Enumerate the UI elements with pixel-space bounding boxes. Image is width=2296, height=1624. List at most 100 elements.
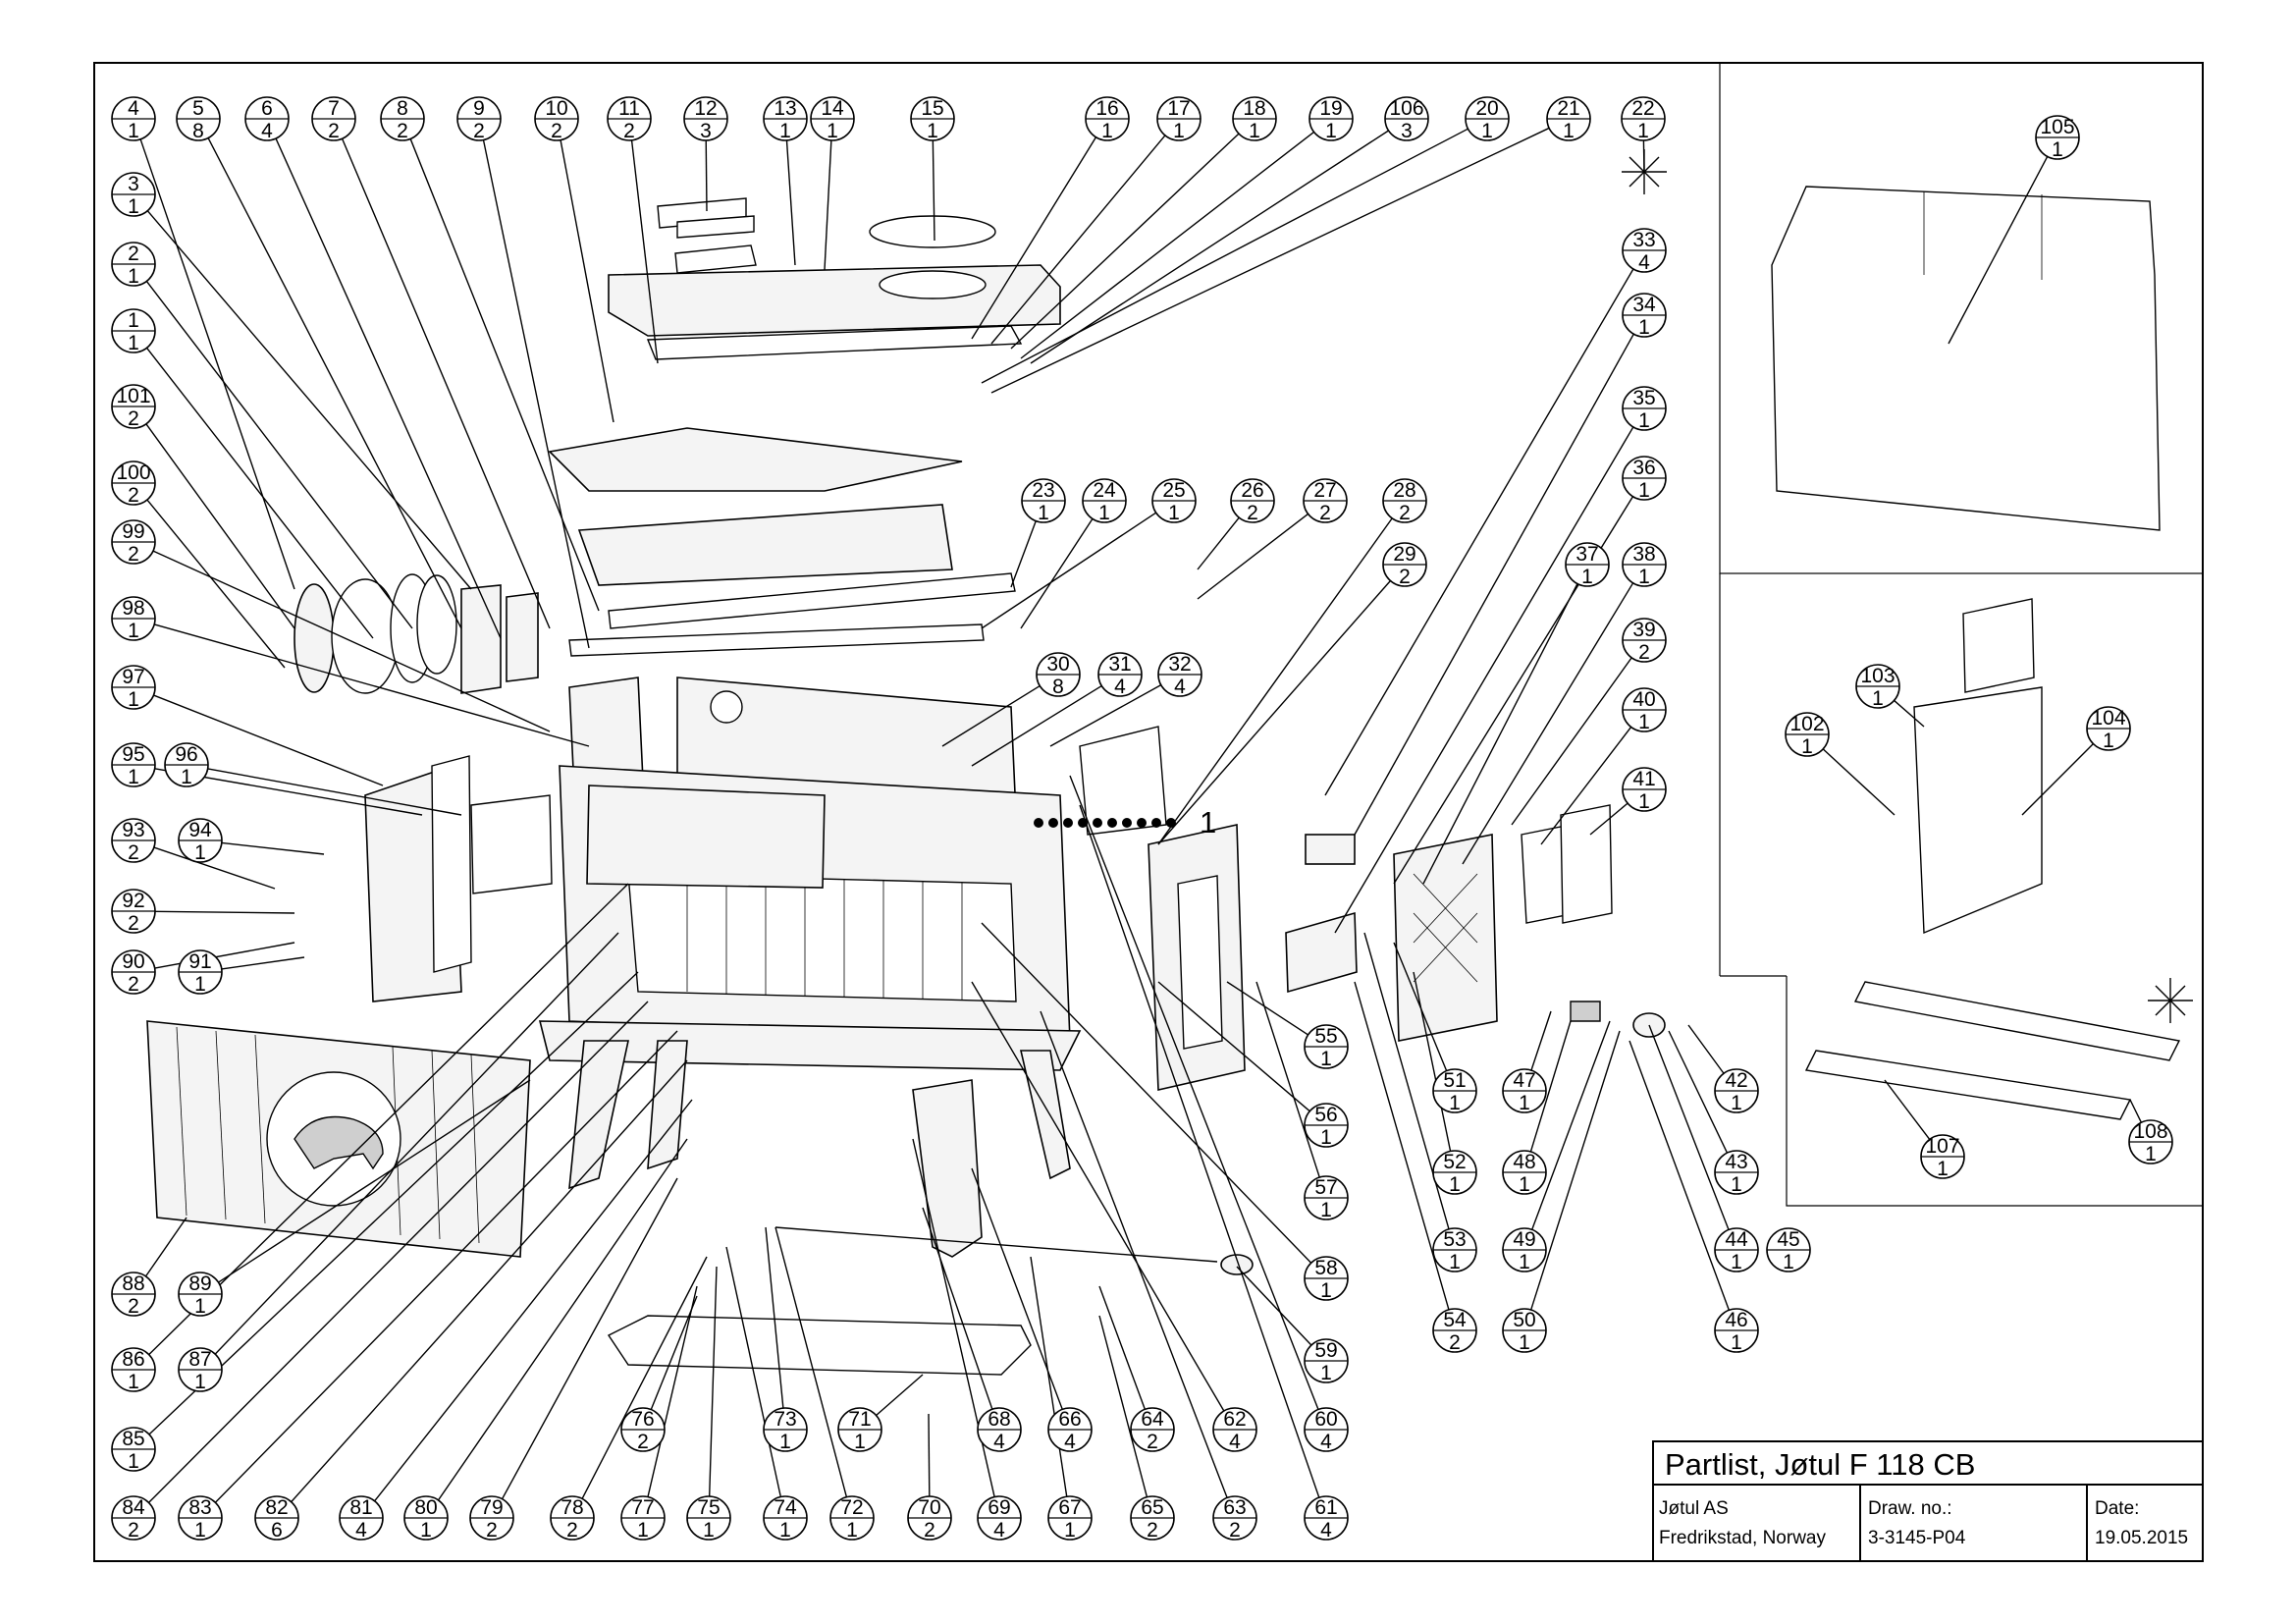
part-number: 100 — [116, 461, 150, 484]
leader-line-11 — [630, 139, 659, 364]
part-number: 74 — [774, 1496, 797, 1519]
leader-line-89 — [218, 1079, 531, 1283]
part-quantity: 4 — [1174, 676, 1186, 698]
part-quantity: 2 — [128, 912, 139, 935]
balloon-part-37: 371 — [1565, 542, 1610, 588]
leader-line-4 — [139, 138, 295, 590]
part-number: 88 — [122, 1272, 144, 1295]
part-number: 106 — [1389, 97, 1423, 120]
part-quantity: 2 — [128, 543, 139, 566]
part-number: 52 — [1443, 1151, 1466, 1173]
leader-line-6 — [275, 137, 502, 639]
balloon-part-30: 308 — [1036, 652, 1081, 698]
balloon-part-48: 481 — [1502, 1150, 1547, 1196]
balloon-part-36: 361 — [1622, 456, 1667, 502]
part-quantity: 1 — [779, 1431, 791, 1453]
part-quantity: 1 — [1320, 1126, 1332, 1149]
part-number: 82 — [265, 1496, 288, 1519]
balloon-part-9: 92 — [456, 96, 502, 142]
part-quantity: 1 — [128, 1371, 139, 1393]
part-number: 2 — [128, 243, 139, 265]
balloon-part-44: 441 — [1714, 1227, 1759, 1273]
leader-line-102 — [1822, 748, 1896, 816]
part-quantity: 1 — [420, 1519, 432, 1542]
balloon-part-94: 941 — [178, 818, 223, 864]
part-number: 87 — [188, 1348, 211, 1371]
part-quantity: 1 — [1638, 711, 1650, 733]
part-quantity: 1 — [1481, 120, 1493, 142]
part-number: 8 — [397, 97, 408, 120]
balloon-part-22: 221 — [1621, 96, 1666, 142]
part-number: 37 — [1575, 543, 1598, 566]
leader-line-67 — [1030, 1256, 1068, 1497]
part-quantity: 4 — [1064, 1431, 1076, 1453]
balloon-part-18: 181 — [1232, 96, 1277, 142]
leader-line-87 — [214, 932, 619, 1355]
leader-line-3 — [146, 210, 472, 590]
part-number: 30 — [1046, 653, 1069, 676]
detail-panel-ash-pan — [1786, 976, 2203, 1207]
leader-line-65 — [1098, 1315, 1148, 1497]
part-quantity: 1 — [1249, 120, 1260, 142]
leader-line-80 — [437, 1138, 688, 1501]
leader-line-12 — [705, 139, 708, 212]
balloon-part-12: 123 — [683, 96, 728, 142]
balloon-part-66: 664 — [1047, 1407, 1093, 1453]
balloon-part-62: 624 — [1212, 1407, 1257, 1453]
leader-line-98 — [153, 623, 590, 747]
part-number: 41 — [1632, 768, 1655, 790]
part-quantity: 1 — [1731, 1331, 1742, 1354]
balloon-part-45: 451 — [1766, 1227, 1811, 1273]
part-quantity: 1 — [1638, 316, 1650, 339]
part-quantity: 1 — [2145, 1143, 2157, 1165]
part-number: 64 — [1141, 1408, 1164, 1431]
part-quantity: 1 — [1937, 1158, 1949, 1180]
balloon-part-19: 191 — [1308, 96, 1354, 142]
leader-line-49 — [1531, 1020, 1611, 1230]
leader-line-26 — [1197, 516, 1240, 570]
balloon-part-31: 314 — [1097, 652, 1143, 698]
balloon-part-29: 292 — [1382, 542, 1427, 588]
part-quantity: 1 — [846, 1519, 858, 1542]
balloon-part-67: 671 — [1047, 1495, 1093, 1542]
part-quantity: 1 — [637, 1519, 649, 1542]
part-number: 46 — [1725, 1309, 1747, 1331]
part-number: 66 — [1058, 1408, 1081, 1431]
balloon-part-96: 961 — [164, 742, 209, 788]
reference-balloons: 4158647282921021121231311411511611711811… — [111, 96, 2173, 1542]
part-number: 44 — [1725, 1228, 1748, 1251]
leader-line-32 — [1049, 684, 1162, 747]
date-label: Date: — [2095, 1498, 2139, 1519]
part-quantity: 1 — [128, 265, 139, 288]
balloon-part-53: 531 — [1432, 1227, 1477, 1273]
part-number: 104 — [2091, 707, 2125, 730]
leader-line-85 — [148, 971, 639, 1435]
part-number: 81 — [349, 1496, 372, 1519]
part-number: 93 — [122, 819, 144, 841]
balloon-part-64: 642 — [1130, 1407, 1175, 1453]
balloon-part-65: 652 — [1130, 1495, 1175, 1542]
balloon-part-91: 911 — [178, 949, 223, 996]
part-quantity: 1 — [194, 841, 206, 864]
balloon-part-3: 31 — [111, 172, 156, 218]
part-number: 95 — [122, 743, 144, 766]
leader-line-101 — [145, 423, 295, 629]
part-quantity: 2 — [1247, 502, 1258, 524]
balloon-part-85: 851 — [111, 1427, 156, 1473]
leader-line-72 — [774, 1226, 848, 1497]
part-quantity: 1 — [1038, 502, 1049, 524]
part-number: 54 — [1443, 1309, 1467, 1331]
part-number: 67 — [1058, 1496, 1081, 1519]
part-quantity: 1 — [779, 120, 791, 142]
part-number: 85 — [122, 1428, 144, 1450]
drawing-number: 3-3145-P04 — [1868, 1528, 1966, 1548]
part-quantity: 1 — [854, 1431, 866, 1453]
balloon-part-86: 861 — [111, 1347, 156, 1393]
part-quantity: 6 — [271, 1519, 283, 1542]
part-quantity: 2 — [486, 1519, 498, 1542]
balloon-part-72: 721 — [829, 1495, 875, 1542]
